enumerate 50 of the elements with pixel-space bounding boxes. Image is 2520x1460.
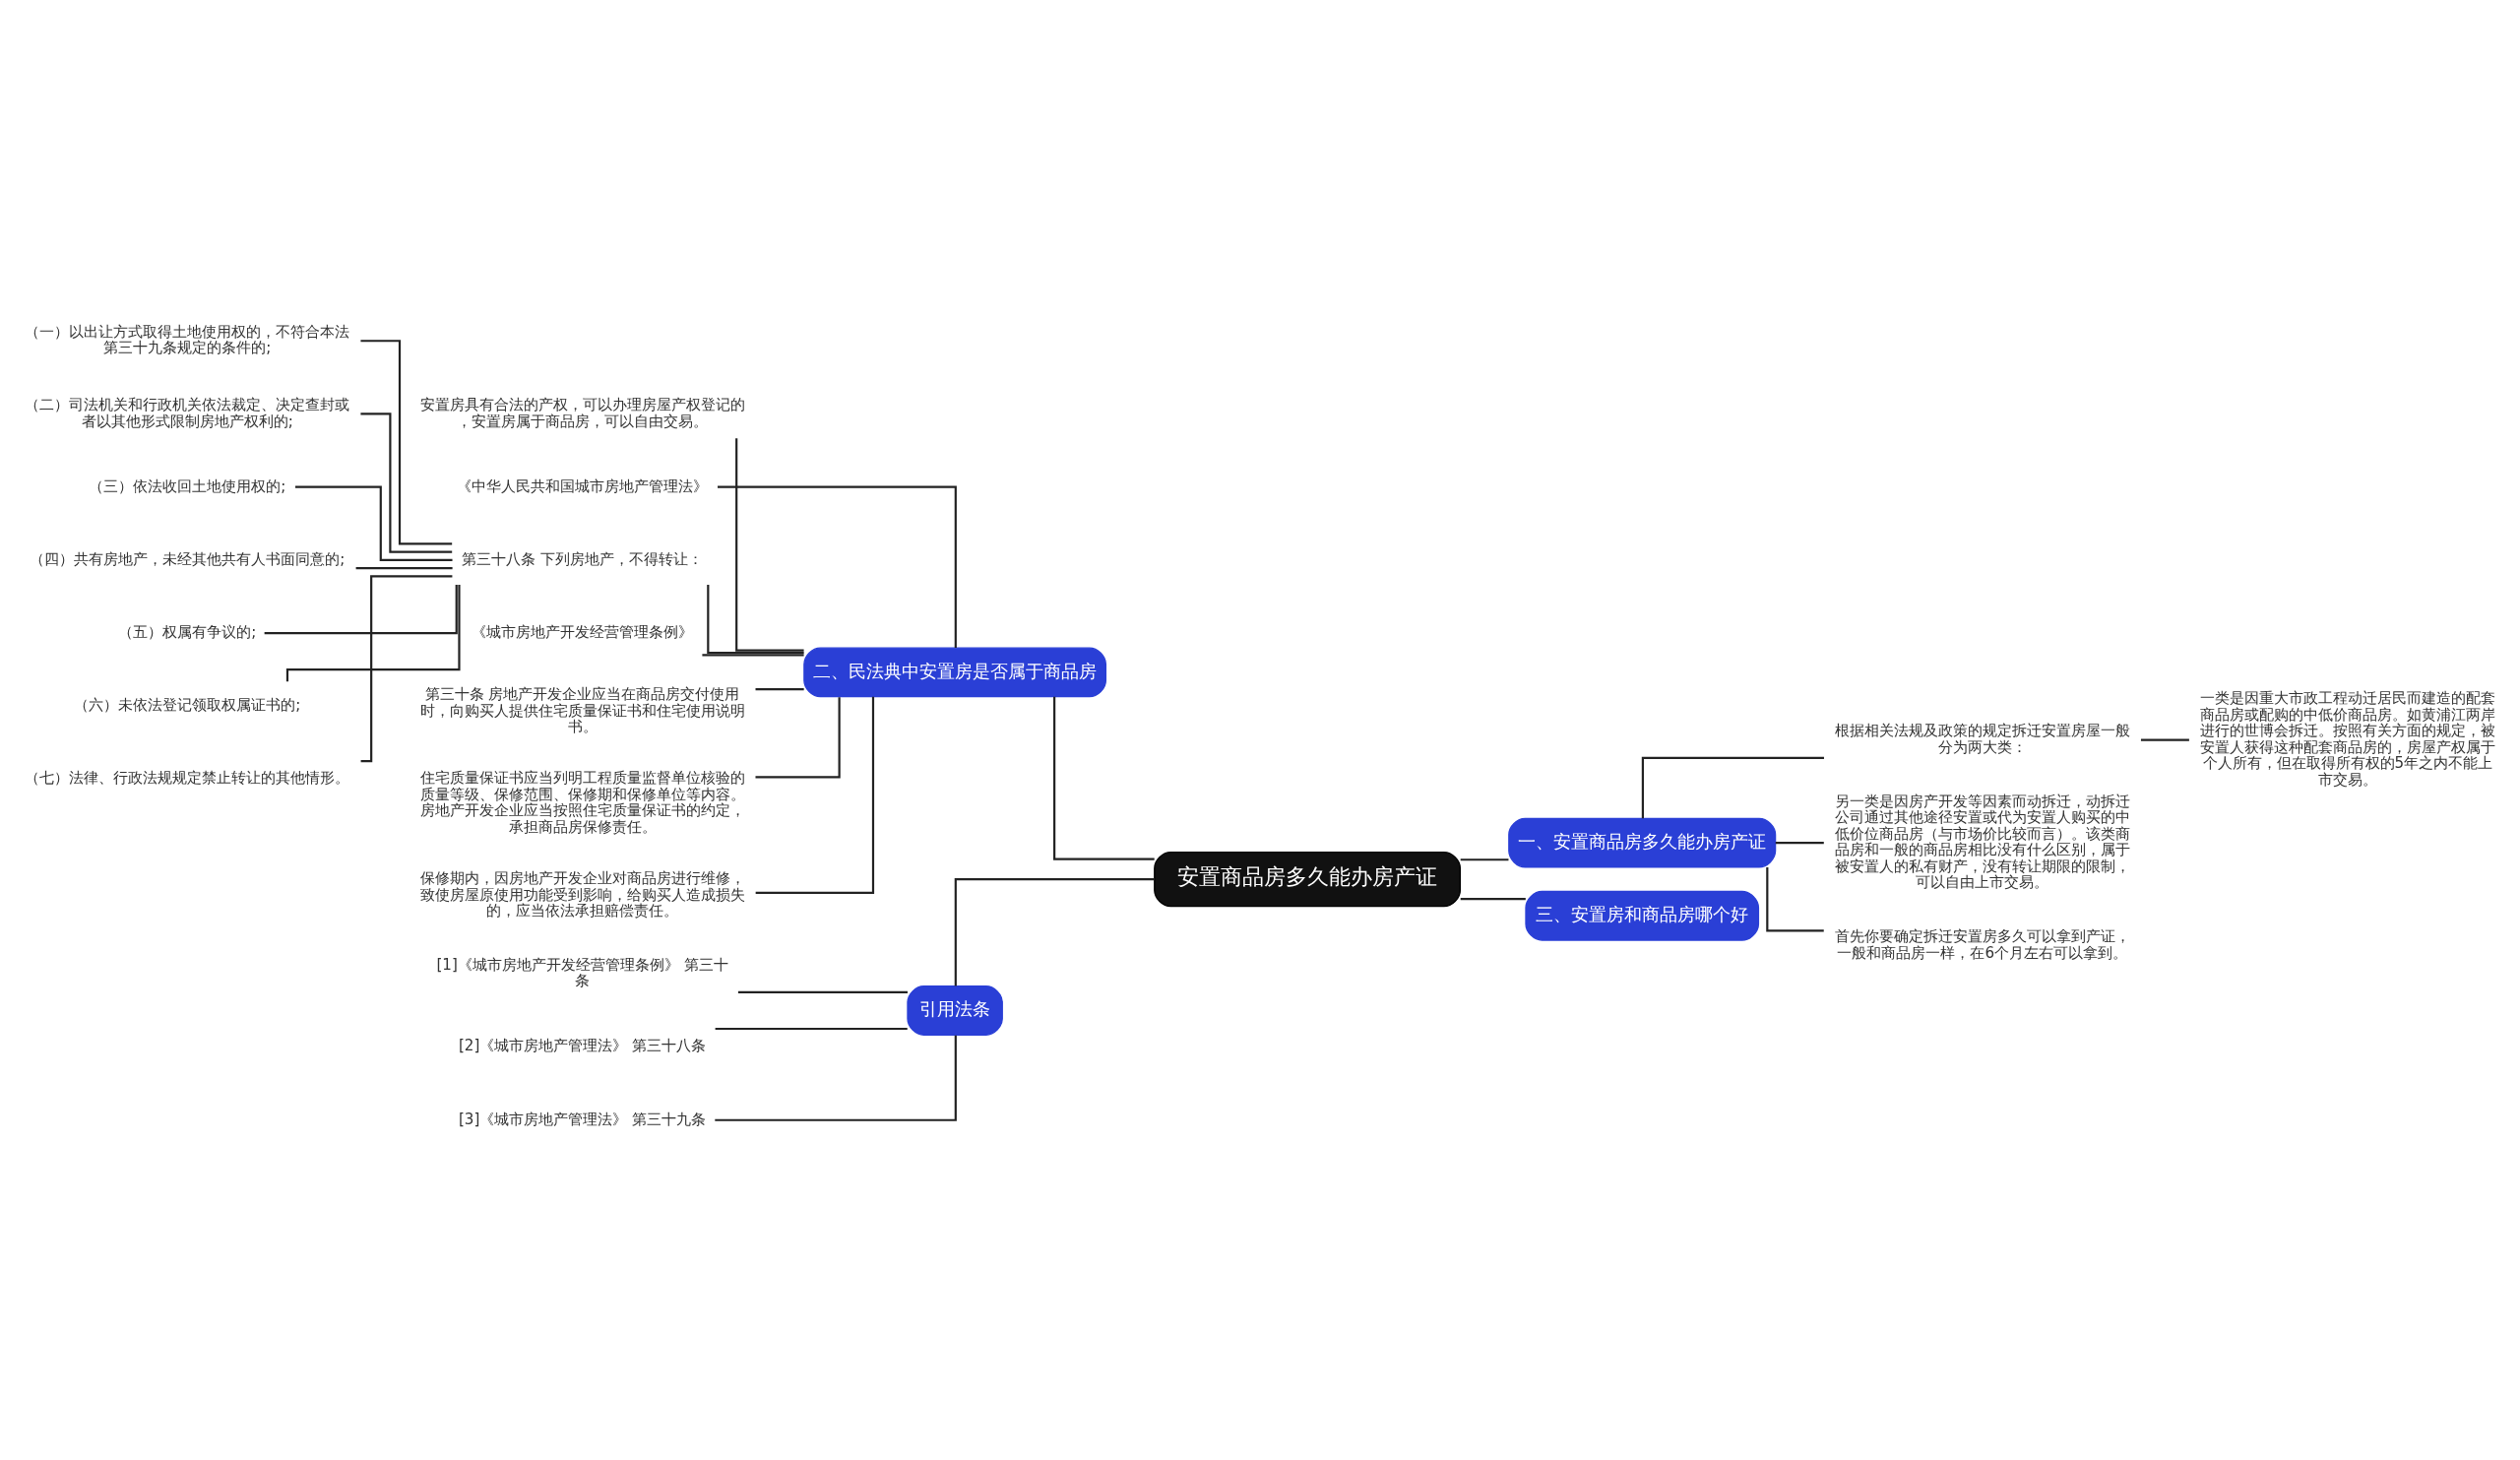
node-text: 另一类是因房产开发等因素而动拆迁，动拆迁公司通过其他途径安置或代为安置人购买的中低价位商品房（与市场价比较而言）。该类商品房和一般的商品房相比没有什么区别，属于被安置人的私有财产，没有转让期限的限制，可以自由上市交易。 (1834, 792, 2130, 891)
connector (702, 653, 804, 656)
connector (360, 339, 453, 544)
node-box: 安置商品房多久能办房产证 (1154, 851, 1462, 907)
connector (264, 584, 458, 634)
node-text: （一）以出让方式取得土地使用权的，不符合本法第三十九条规定的条件的; (25, 322, 350, 356)
node-text: （七）法律、行政法规规定禁止转让的其他情形。 (25, 768, 350, 787)
connector (285, 584, 461, 681)
connector (755, 696, 875, 894)
connector (954, 877, 1155, 985)
node-text: [1]《城市房地产开发经营管理条例》 第三十条 (436, 955, 728, 989)
node-text: 一类是因重大市政工程动迁居民而建造的配套商品房或配购的中低价商品房。如黄浦江两岸进行的世博会拆迁。按照有关方面的规定，被安置人获得这种配套商品房的，房屋产权属于个人所有，但在取得所有权的5年之内不能上市交易。 (2199, 688, 2495, 789)
node-text: 安置房具有合法的产权，可以办理房屋产权登记的，安置房属于商品房，可以自由交易。 (419, 395, 745, 430)
connector (1460, 897, 1526, 900)
connector (2140, 738, 2189, 741)
connector (755, 696, 841, 778)
node-text: 第三十八条 下列房地产，不得转让： (462, 549, 703, 568)
connector (715, 1027, 908, 1030)
node-text: （二）司法机关和行政机关依法裁定、决定查封或者以其他形式限制房地产权利的; (25, 395, 350, 430)
node-text: 根据相关法规及政策的规定拆迁安置房屋一般分为两大类： (1834, 721, 2130, 756)
node-text: 第三十条 房地产开发企业应当在商品房交付使用时，向购买人提供住宅质量保证书和住宅使用说明书。 (419, 684, 745, 735)
connector (295, 485, 453, 561)
connector (718, 485, 957, 648)
connector (1766, 866, 1824, 931)
node-box: 二、民法典中安置房是否属于商品房 (803, 647, 1107, 697)
node-box: 一、安置商品房多久能办房产证 (1508, 817, 1777, 867)
node-text: [2]《城市房地产管理法》 第三十八条 (458, 1036, 707, 1054)
connector (755, 687, 804, 690)
connector (715, 1035, 957, 1121)
node-box: 三、安置房和商品房哪个好 (1525, 890, 1760, 941)
connector (355, 566, 453, 569)
node-text: [3]《城市房地产管理法》 第三十九条 (458, 1110, 707, 1128)
connector (360, 412, 453, 553)
node-text: （六）未依法登记领取权属证书的; (74, 695, 301, 714)
node-text: （四）共有房地产，未经其他共有人书面同意的; (30, 549, 346, 568)
connector (1460, 857, 1509, 860)
connector (1775, 841, 1824, 844)
connector (707, 584, 804, 654)
node-text: 《城市房地产开发经营管理条例》 (472, 622, 694, 641)
node-text: （五）权属有争议的; (118, 622, 257, 641)
connector (735, 437, 804, 652)
node-text: 保修期内，因房地产开发企业对商品房进行维修，致使房屋原使用功能受到影响，给购买人造成损失的，应当依法承担赔偿责任。 (419, 868, 745, 920)
node-text: 首先你要确定拆迁安置房多久可以拿到产证，一般和商品房一样，在6个月左右可以拿到。 (1834, 926, 2130, 962)
node-text: （三）依法收回土地使用权的; (89, 476, 286, 494)
connector (1053, 696, 1155, 860)
connector (737, 990, 908, 993)
connector (1641, 756, 1824, 818)
node-text: 《中华人民共和国城市房地产管理法》 (457, 476, 709, 494)
node-text: 住宅质量保证书应当列明工程质量监督单位核验的质量等级、保修范围、保修期和保修单位等内容。房地产开发企业应当按照住宅质量保证书的约定，承担商品房保修责任。 (419, 768, 745, 836)
node-box: 引用法条 (907, 984, 1003, 1036)
